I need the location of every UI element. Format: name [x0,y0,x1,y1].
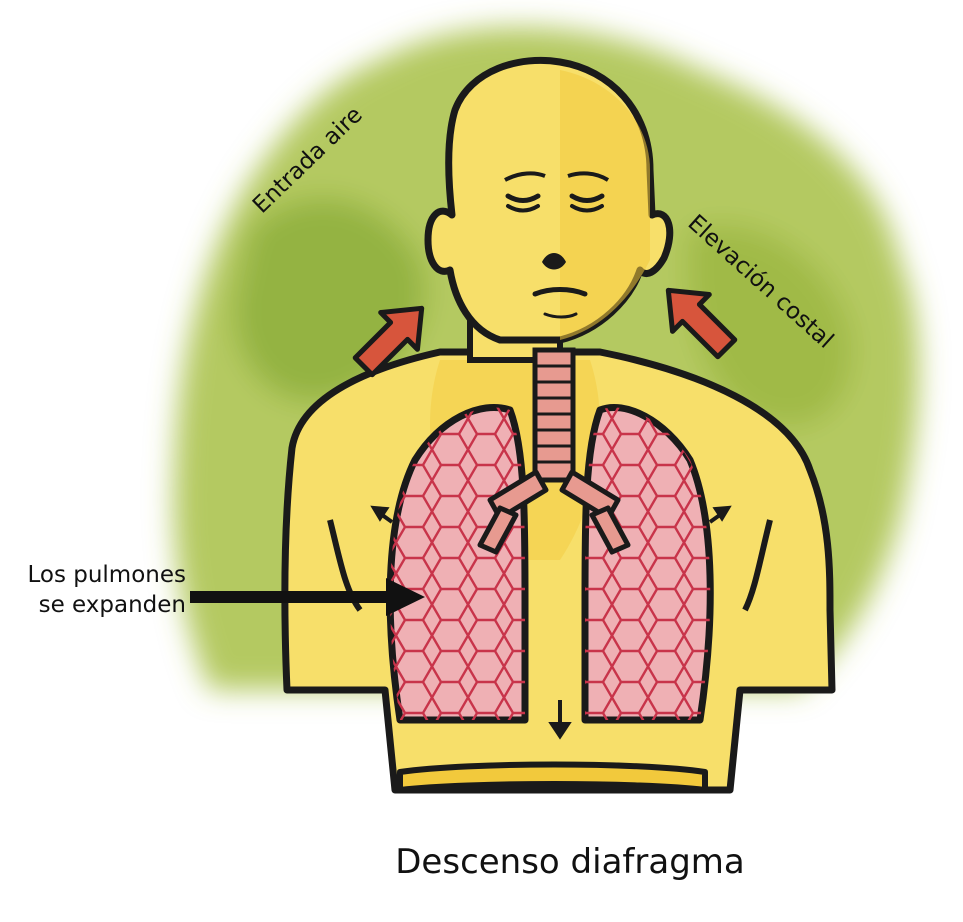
diaphragm [400,765,705,791]
lungs-expand-line2: se expanden [14,590,186,620]
trachea [535,350,573,480]
lungs-expand-label: Los pulmones se expanden [14,560,186,620]
lungs-expand-line1: Los pulmones [14,560,186,590]
diaphragm-descent-label: Descenso diafragma [360,842,780,882]
